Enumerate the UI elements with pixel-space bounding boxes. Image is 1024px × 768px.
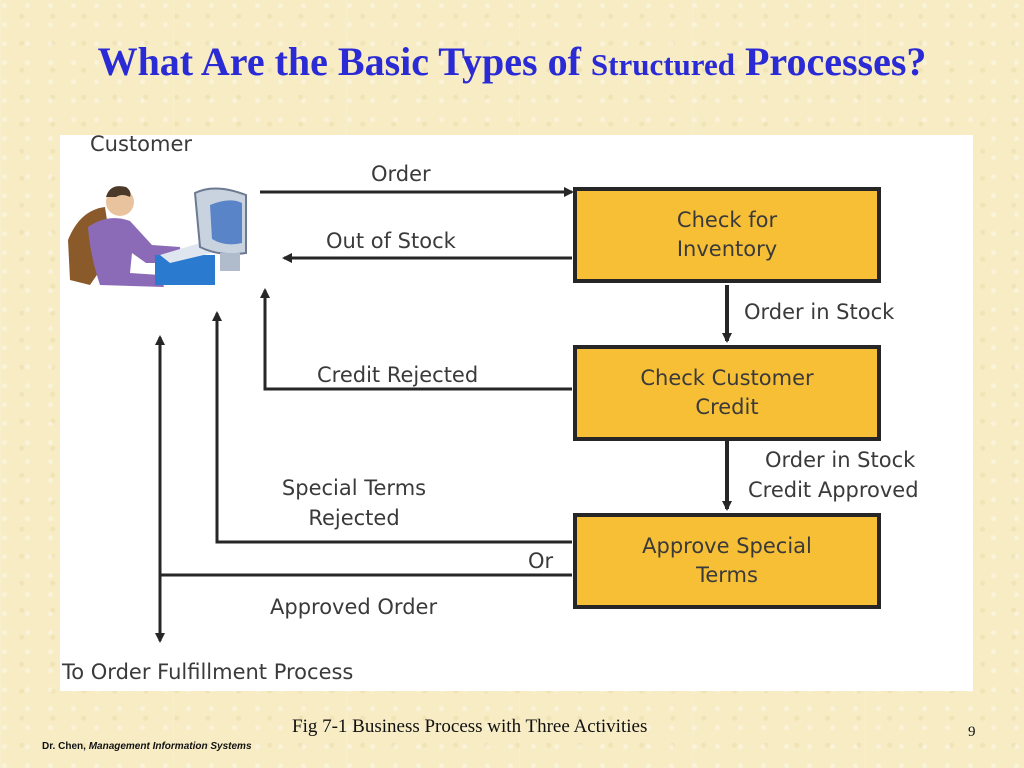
order-flow-label: Order bbox=[371, 162, 431, 186]
special-terms-rejected-label-line1: Special Terms bbox=[281, 476, 427, 500]
order-in-stock-credit-label-line1: Order in Stock bbox=[765, 448, 916, 472]
out-of-stock-label: Out of Stock bbox=[326, 229, 456, 253]
footer-credit: Dr. Chen, Management Information Systems bbox=[42, 741, 252, 752]
activity-label: Check Customer Credit bbox=[640, 366, 814, 419]
activity-check-inventory: Check for Inventory bbox=[573, 187, 881, 283]
activity-label: Approve Special Terms bbox=[642, 534, 812, 587]
order-in-stock-label: Order in Stock bbox=[744, 300, 895, 324]
footer-author: Dr. Chen, bbox=[42, 741, 89, 752]
order-in-stock-credit-label-line2: Credit Approved bbox=[748, 478, 919, 502]
approved-order-label: Approved Order bbox=[270, 595, 438, 619]
title-structured: Structured bbox=[590, 47, 735, 82]
customer-label: Customer bbox=[90, 135, 193, 156]
title-part2: Processes? bbox=[735, 39, 927, 84]
credit-rejected-label: Credit Rejected bbox=[317, 363, 479, 387]
special-terms-rejected-label-line2: Rejected bbox=[308, 506, 400, 530]
slide-title: What Are the Basic Types of Structured P… bbox=[0, 38, 1024, 89]
customer-figure-icon bbox=[68, 186, 247, 287]
activity-approve-terms: Approve Special Terms bbox=[573, 513, 881, 609]
activity-label: Check for Inventory bbox=[676, 208, 778, 261]
or-label: Or bbox=[528, 549, 554, 573]
diagram-connectors bbox=[68, 186, 732, 643]
figure-caption: Fig 7-1 Business Process with Three Acti… bbox=[292, 716, 648, 737]
page-number: 9 bbox=[968, 724, 976, 740]
title-part1: What Are the Basic Types of bbox=[97, 39, 591, 84]
activity-check-credit: Check Customer Credit bbox=[573, 345, 881, 441]
footer-course: Management Information Systems bbox=[88, 741, 252, 752]
to-fulfillment-label: To Order Fulfillment Process bbox=[62, 660, 354, 684]
process-diagram: Customer Order Out of Stock Order in Sto… bbox=[60, 135, 973, 691]
